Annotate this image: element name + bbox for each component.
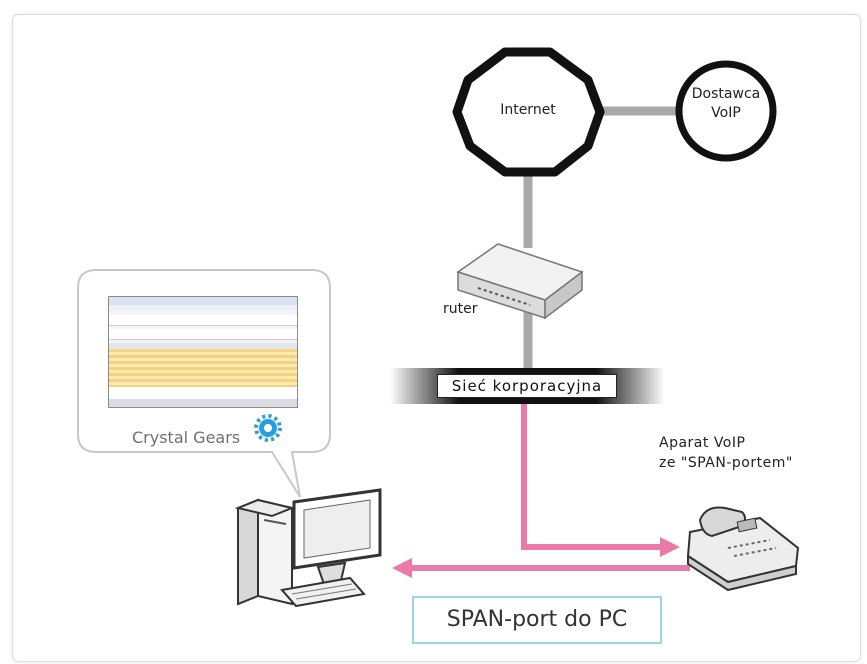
- gear-icon: [254, 414, 282, 442]
- router-icon: [456, 243, 584, 320]
- app-name-label: Crystal Gears: [132, 428, 241, 447]
- span-arrow-to-phone: [660, 537, 680, 557]
- diagram-frame: [12, 14, 861, 662]
- phone-label-line1: Aparat VoIP: [659, 435, 746, 451]
- span-arrow-to-pc: [392, 558, 412, 578]
- span-port-label: SPAN-port do PC: [412, 596, 662, 644]
- network-label: Sieć korporacyjna: [437, 374, 617, 398]
- internet-node: [452, 47, 605, 177]
- span-link-network-phone: [521, 404, 660, 550]
- voip-phone-icon: [686, 506, 800, 592]
- router-label: ruter: [443, 301, 478, 317]
- phone-label-line2: ze "SPAN-portem": [659, 455, 793, 471]
- provider-label-line2: VoIP: [711, 105, 741, 121]
- provider-node: [675, 60, 777, 162]
- desktop-pc-icon: [234, 488, 382, 608]
- provider-label: Dostawca VoIP: [676, 85, 776, 123]
- app-screenshot-thumbnail: [108, 296, 298, 408]
- internet-label: Internet: [500, 102, 556, 118]
- provider-label-line1: Dostawca: [691, 86, 761, 102]
- phone-label: Aparat VoIP ze "SPAN-portem": [659, 433, 793, 473]
